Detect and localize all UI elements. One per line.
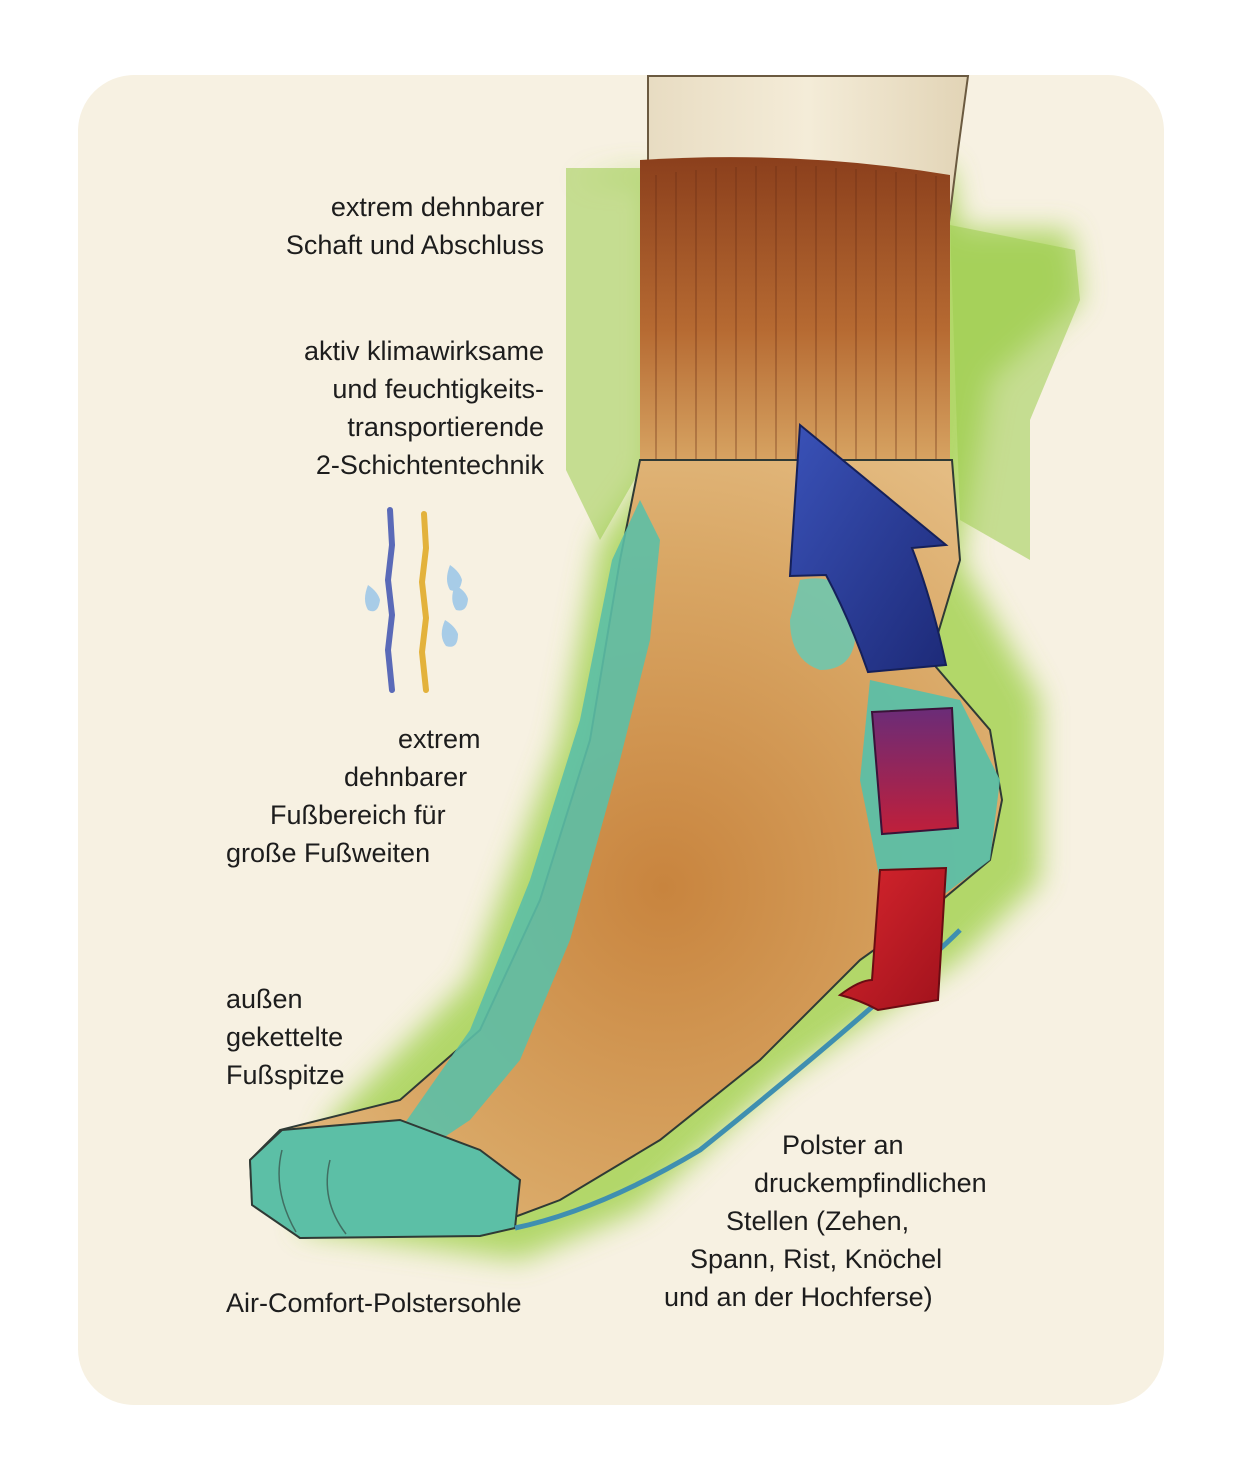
- green-stripes-left: [566, 168, 640, 540]
- label-foot-area-line: extrem: [398, 724, 481, 754]
- moisture-droplet-icon: [365, 565, 468, 647]
- cuff-ribs: [655, 166, 937, 465]
- label-foot-area-line: große Fußweiten: [226, 838, 431, 868]
- label-sole-line: Air-Comfort-Polstersohle: [226, 1288, 522, 1318]
- label-climate-line: transportierende: [347, 412, 544, 442]
- label-toe-line: außen: [226, 984, 303, 1014]
- heel-cushion-arrow-icon: [788, 422, 960, 1012]
- label-padding-line: Spann, Rist, Knöchel: [690, 1244, 943, 1274]
- label-foot-area-line: Fußbereich für: [270, 800, 446, 830]
- label-shaft-line: Schaft und Abschluss: [285, 230, 544, 260]
- padding-toe: [248, 1118, 522, 1240]
- label-padding-line: Polster an: [782, 1130, 904, 1160]
- label-shaft: extrem dehnbarer Schaft und Abschluss: [286, 188, 544, 264]
- label-foot-area: extrem dehnbarer Fußbereich für große Fu…: [226, 720, 481, 872]
- label-toe: außen gekettelte Fußspitze: [226, 980, 345, 1094]
- toe-lines: [278, 1149, 347, 1235]
- label-shaft-line: extrem dehnbarer: [330, 192, 544, 222]
- label-climate: aktiv klimawirksame und feuchtigkeits- t…: [304, 332, 544, 484]
- padding-shin: [400, 500, 660, 1140]
- label-climate-line: und feuchtigkeits-: [332, 374, 544, 404]
- label-climate-line: aktiv klimawirksame: [303, 336, 544, 366]
- label-padding: Polster an druckempfindlichen Stellen (Z…: [664, 1126, 987, 1316]
- label-foot-area-line: dehnbarer: [344, 762, 468, 792]
- two-layer-fiber-icon: [384, 507, 430, 693]
- sock-cuff: [640, 157, 950, 470]
- label-padding-line: und an der Hochferse): [664, 1282, 933, 1312]
- label-sole: Air-Comfort-Polstersohle: [226, 1284, 522, 1322]
- label-toe-line: gekettelte: [226, 1022, 344, 1052]
- label-toe-line: Fußspitze: [226, 1060, 345, 1090]
- label-padding-line: Stellen (Zehen,: [726, 1206, 910, 1236]
- green-stripes-right: [950, 225, 1080, 560]
- label-climate-line: 2-Schichtentechnik: [315, 450, 544, 480]
- label-padding-line: druckempfindlichen: [754, 1168, 987, 1198]
